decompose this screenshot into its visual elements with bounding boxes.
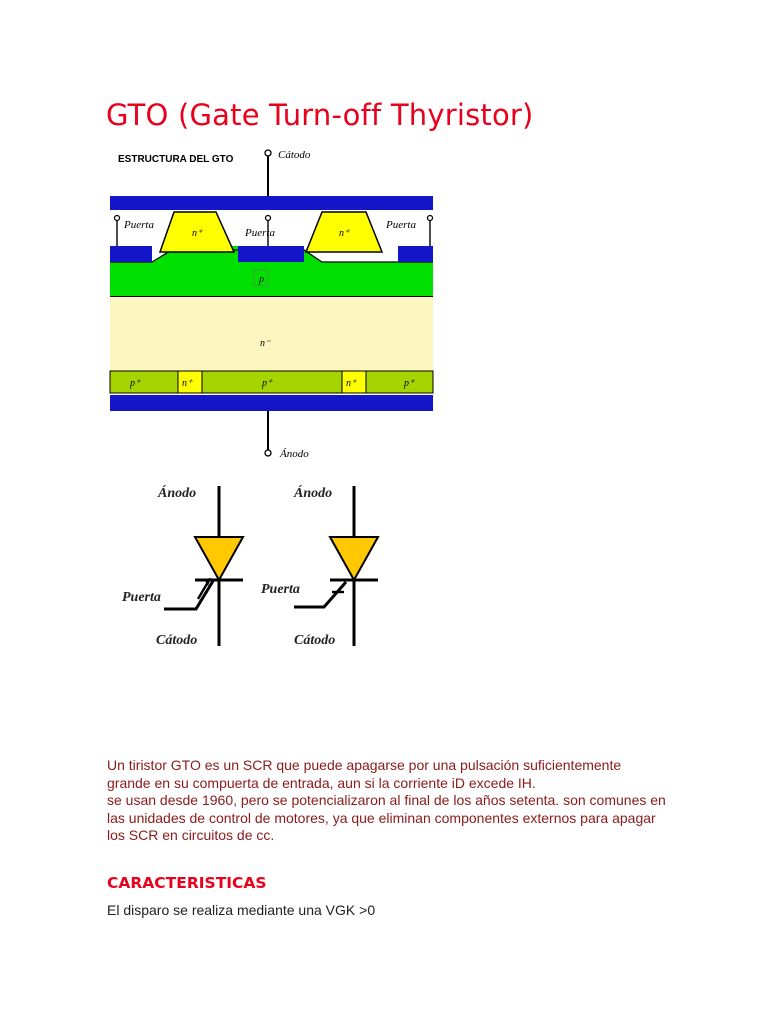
anode-terminal — [264, 449, 272, 457]
symbol1-gate-arrow — [196, 581, 210, 600]
cathode-terminal — [264, 149, 272, 157]
description-paragraph-2: se usan desde 1960, pero se potencializa… — [107, 792, 666, 843]
anode-label: Ánodo — [279, 448, 309, 460]
page-title: GTO (Gate Turn-off Thyristor) — [106, 98, 534, 132]
n-plus-label-left: n⁺ — [192, 228, 203, 239]
symbol2-gate-label: Puerta — [261, 582, 300, 597]
anode-n-plus-right — [341, 370, 367, 394]
n-plus-right — [304, 211, 384, 253]
gate-terminal-center — [264, 214, 272, 222]
gate-pad-right — [398, 246, 433, 262]
gate-terminal-right — [426, 214, 434, 222]
n-plus-label-anode-right: n⁺ — [346, 378, 357, 389]
symbol1-gate-label: Puerta — [122, 590, 161, 605]
gate-pad-left — [110, 246, 152, 262]
gto-structure-diagram: ESTRUCTURA DEL GTO Cátodo n⁺ n⁺ Puerta P… — [109, 149, 434, 460]
symbol2-cathode-label: Cátodo — [294, 633, 335, 648]
anode-n-plus-left — [177, 370, 203, 394]
p-plus-label-left: p⁺ — [129, 378, 141, 389]
p-plus-label-right: p⁺ — [403, 378, 415, 389]
p-layer-label: p — [258, 274, 264, 285]
description-paragraph-1: Un tiristor GTO es un SCR que puede apag… — [107, 757, 622, 791]
n-minus-region — [110, 297, 433, 371]
p-plus-label-center: p⁺ — [261, 378, 273, 389]
anode-metal — [110, 395, 433, 411]
p-layer-label-box — [253, 269, 269, 287]
symbol1-cathode-label: Cátodo — [156, 633, 197, 648]
gto-symbol-2: Ánodo Puerta Cátodo — [261, 484, 380, 648]
gate-label-left: Puerta — [123, 219, 154, 231]
trigger-condition-text: El disparo se realiza mediante una VGK >… — [107, 902, 376, 918]
n-plus-left — [158, 211, 236, 253]
n-plus-label-right: n⁺ — [339, 228, 350, 239]
gate-pad-center — [238, 246, 304, 262]
cathode-label: Cátodo — [278, 149, 311, 161]
symbol1-gate-lead — [164, 580, 215, 611]
symbol1-diode-triangle — [193, 536, 245, 583]
gto-symbols: Ánodo Puerta Cátodo Ánodo Puerta Cátodo — [122, 484, 380, 648]
description-text: Un tiristor GTO es un SCR que puede apag… — [107, 757, 667, 845]
symbol2-diode-triangle — [328, 536, 380, 583]
gate-label-center: Puerta — [244, 227, 275, 239]
symbol1-anode-label: Ánodo — [157, 484, 196, 501]
symbol1-gate-arrowhead — [204, 578, 211, 586]
symbol2-gate-lead — [294, 581, 348, 609]
n-minus-label: n⁻ — [260, 338, 271, 349]
gate-terminal-left — [113, 214, 121, 222]
n-plus-label-anode-left: n⁺ — [182, 378, 193, 389]
p-base-shape — [110, 246, 433, 296]
gate-label-right: Puerta — [385, 219, 416, 231]
structure-heading: ESTRUCTURA DEL GTO — [118, 154, 234, 165]
gto-symbol-1: Ánodo Puerta Cátodo — [122, 484, 245, 648]
cathode-metal — [110, 196, 433, 210]
section-heading-caracteristicas: CARACTERISTICAS — [107, 874, 267, 892]
symbol2-anode-label: Ánodo — [293, 484, 332, 501]
